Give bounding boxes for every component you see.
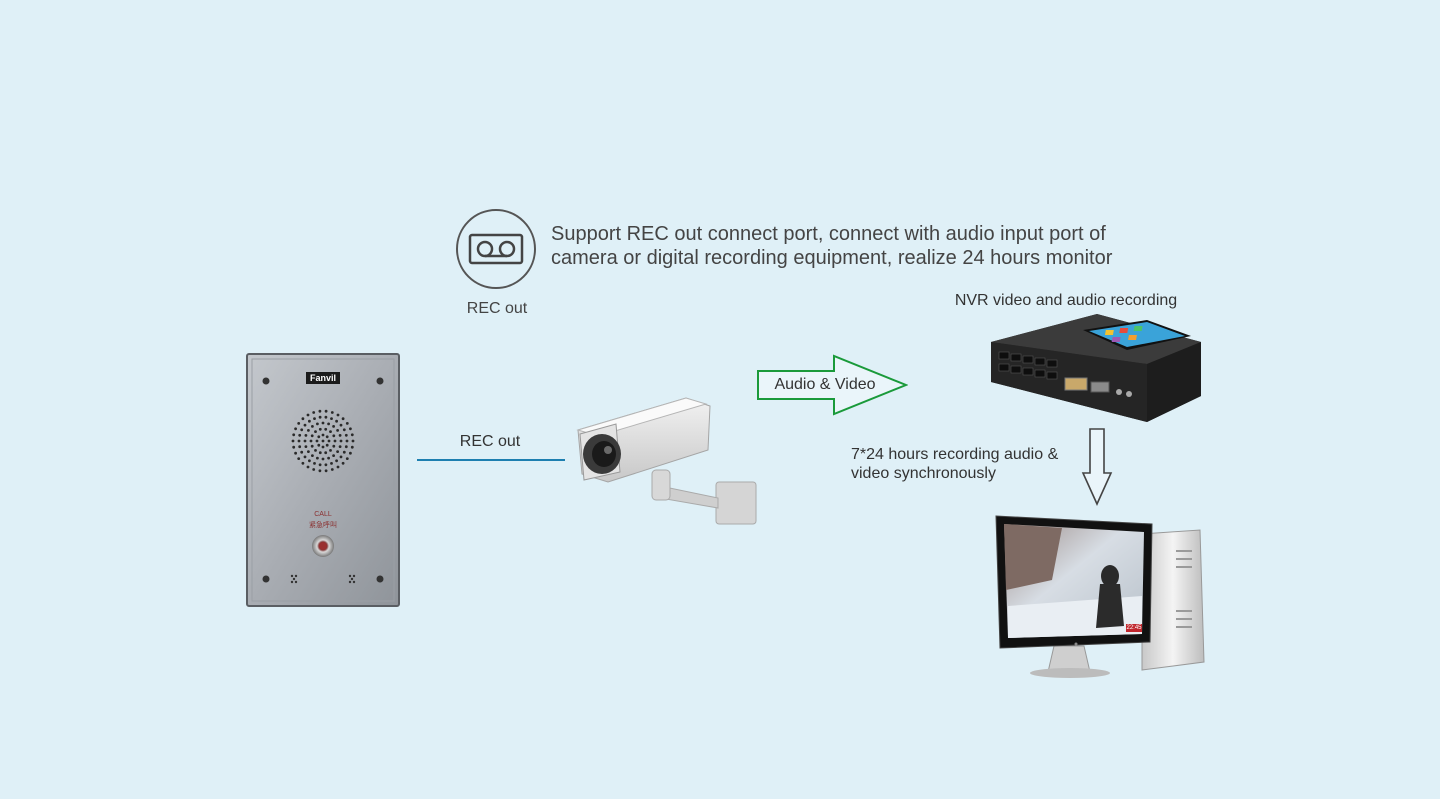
nvr-label: NVR video and audio recording bbox=[954, 292, 1178, 309]
feature-description-line-2: camera or digital recording equipment, r… bbox=[551, 247, 1113, 269]
recording-description-line-1: 7*24 hours recording audio & bbox=[851, 446, 1059, 463]
call-button-label: CALL bbox=[314, 511, 332, 518]
connection-line bbox=[417, 459, 565, 461]
security-camera bbox=[568, 390, 763, 530]
monitor-timestamp: 22:45 bbox=[1126, 625, 1142, 631]
down-arrow bbox=[1081, 427, 1113, 507]
recording-description-line-2: video synchronously bbox=[851, 465, 996, 482]
recording-description: 7*24 hours recording audio & video synch… bbox=[851, 445, 1081, 483]
feature-description: Support REC out connect port, connect wi… bbox=[551, 222, 1191, 270]
monitor-computer: 22:45 bbox=[992, 510, 1208, 680]
call-button-label-cn: 紧急呼叫 bbox=[309, 522, 337, 529]
fanvil-logo: Fanvil bbox=[309, 373, 336, 383]
audio-video-arrow bbox=[756, 354, 909, 416]
rec-out-icon bbox=[455, 208, 537, 290]
feature-description-line-1: Support REC out connect port, connect wi… bbox=[551, 223, 1106, 245]
connection-label: REC out bbox=[459, 433, 521, 450]
audio-video-label: Audio & Video bbox=[774, 376, 876, 393]
intercom-device: Fanvil CALL 紧急呼叫 bbox=[246, 353, 400, 607]
rec-out-icon-label: REC out bbox=[466, 300, 528, 317]
nvr-recorder bbox=[987, 312, 1203, 424]
